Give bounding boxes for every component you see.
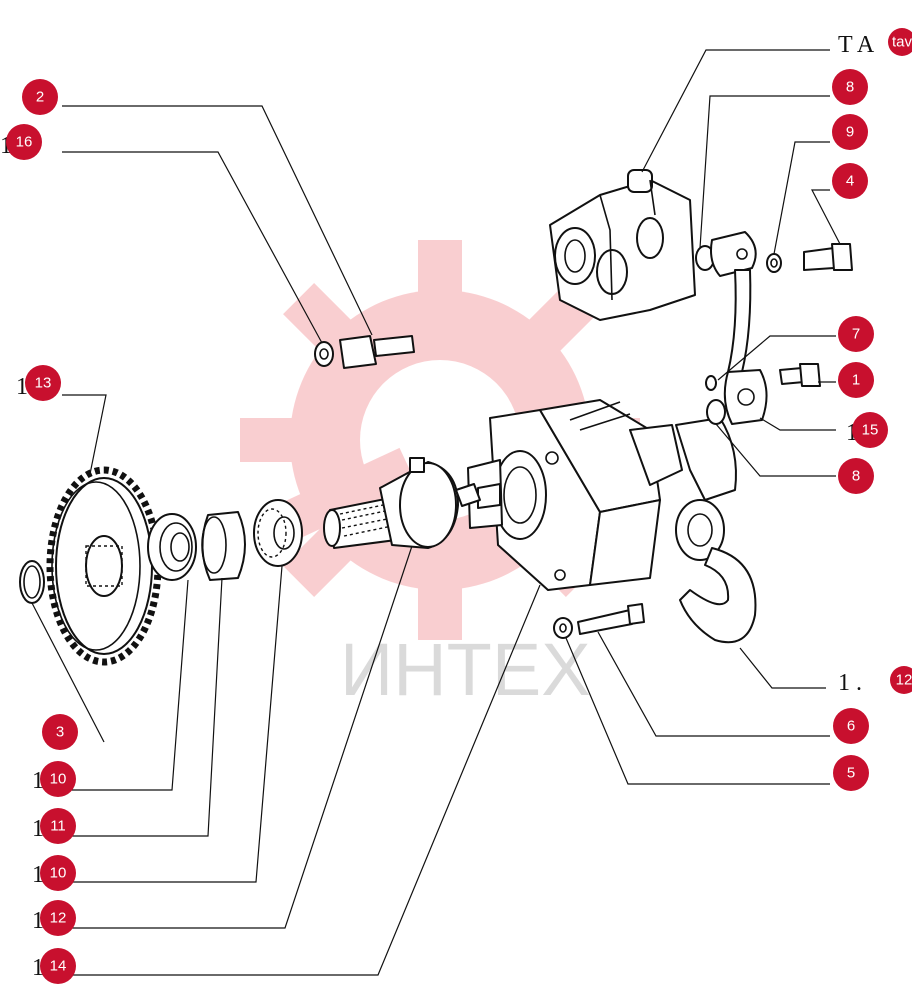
callout-2: 2: [22, 79, 58, 115]
svg-text:12: 12: [50, 910, 67, 927]
svg-text:6: 6: [847, 718, 855, 735]
svg-text:3: 3: [56, 724, 64, 741]
svg-text:7: 7: [852, 326, 860, 343]
svg-text:13: 13: [35, 375, 52, 392]
svg-text:16: 16: [16, 134, 33, 151]
callout-4: 4: [832, 163, 868, 199]
svg-text:8: 8: [846, 79, 854, 96]
watermark-text: ИНТЕХ: [340, 628, 591, 711]
callout-9: 9: [832, 114, 868, 150]
pump-body: [467, 399, 683, 591]
svg-text:10: 10: [50, 771, 67, 788]
callout-1: 1: [838, 362, 874, 398]
svg-text:5: 5: [847, 765, 855, 782]
callout-6: 6: [833, 708, 869, 744]
svg-text:T A: T A: [838, 32, 875, 58]
valve-housing: [549, 169, 696, 321]
callout-8-top: 8: [832, 69, 868, 105]
nut: [455, 483, 481, 507]
svg-text:tav: tav: [892, 34, 912, 51]
callout-13: 13: [25, 365, 61, 401]
svg-text:1: 1: [852, 372, 860, 389]
callout-14: 14: [40, 948, 76, 984]
bearing-right: [253, 499, 303, 567]
svg-text:2: 2: [36, 89, 44, 106]
header-badge: tav: [888, 28, 912, 56]
callout-3: 3: [42, 714, 78, 750]
svg-text:9: 9: [846, 124, 854, 141]
callout-15: 15: [852, 412, 888, 448]
spacer-sleeve: [201, 511, 246, 581]
long-bolt: [577, 603, 645, 635]
snap-ring: [19, 560, 45, 604]
bearing-left: [147, 513, 197, 581]
splined-shaft: [323, 457, 459, 549]
svg-text:1 .: 1 .: [838, 670, 862, 696]
hose-flange-assembly: [695, 231, 768, 425]
svg-text:15: 15: [862, 422, 879, 439]
side-label: 1 . 12: [838, 666, 912, 696]
washer-top: [766, 253, 782, 273]
callout-10-left: 10: [40, 761, 76, 797]
callout-7: 7: [838, 316, 874, 352]
callout-16: 16: [6, 124, 42, 160]
svg-text:11: 11: [50, 818, 66, 835]
washer-bottom: [553, 617, 573, 639]
callout-11: 11: [40, 808, 76, 844]
svg-text:10: 10: [50, 865, 67, 882]
header-label: T A tav: [838, 28, 912, 58]
leader-lines: [31, 49, 841, 976]
svg-text:1: 1: [16, 374, 28, 400]
side-badge: 12: [890, 666, 912, 694]
svg-text:12: 12: [896, 672, 912, 689]
svg-text:4: 4: [846, 173, 854, 190]
svg-text:14: 14: [50, 958, 67, 975]
bolt-top: [803, 243, 853, 271]
callout-5: 5: [833, 755, 869, 791]
bolt-flange: [779, 363, 821, 387]
callout-10-right: 10: [40, 855, 76, 891]
banjo-bolt: [314, 335, 415, 369]
callout-8-bottom: 8: [838, 458, 874, 494]
svg-text:8: 8: [852, 468, 860, 485]
inlet-pipe: [675, 417, 757, 644]
drive-gear: [46, 466, 162, 666]
callout-12: 12: [40, 900, 76, 936]
